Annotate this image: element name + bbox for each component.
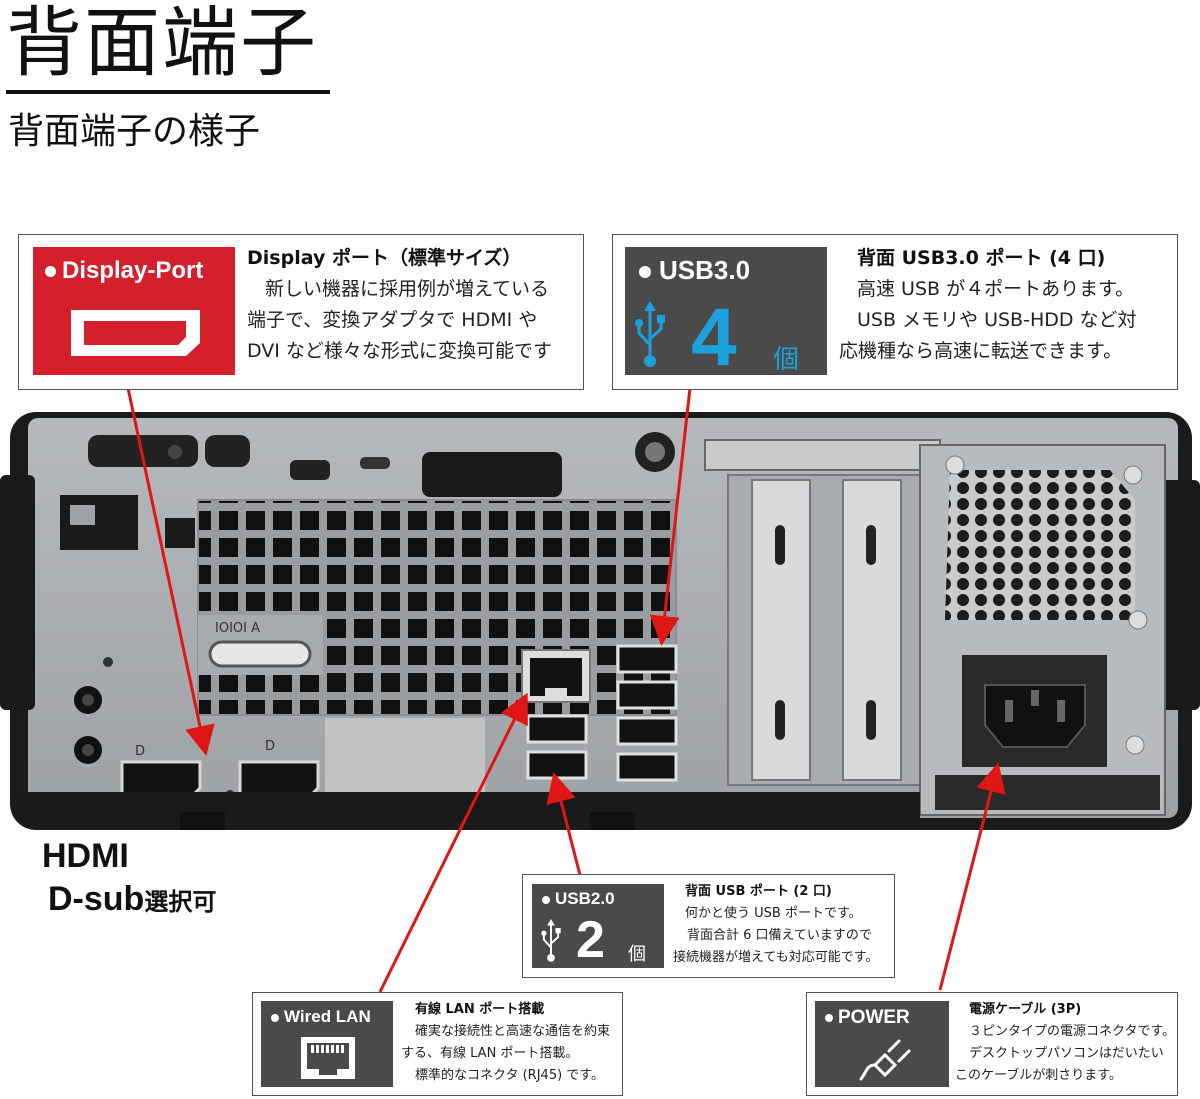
usb-icon xyxy=(541,919,561,962)
displayport-heading: Display ポート（標準サイズ） xyxy=(247,247,522,269)
displayport-tile-label: Display-Port xyxy=(62,257,204,284)
callout-displayport: Display-Port Display ポート（標準サイズ） 新しい機器に採用… xyxy=(18,234,584,390)
pc-rear-panel: IOIOI A D D xyxy=(0,412,1200,830)
usb2-line-1: 何かと使う USB ポートです。 xyxy=(685,906,862,921)
usb3-port-3 xyxy=(616,716,678,746)
page-subtitle: 背面端子の様子 xyxy=(8,111,261,152)
power-line-1: ３ピンタイプの電源コネクタです。 xyxy=(969,1024,1176,1039)
usb2-line-2: 背面合計 6 口備えていますので xyxy=(687,928,872,943)
lan-tile: Wired LAN xyxy=(261,1001,393,1087)
video-option-suffix: 選択可 xyxy=(144,889,217,916)
usb3-unit: 個 xyxy=(773,345,800,375)
title-underline xyxy=(6,90,330,94)
displayport-tile: Display-Port xyxy=(33,247,235,375)
option-port-cover xyxy=(325,718,485,796)
callout-usb2: USB2.0 2 個 背面 USB ポート (2 口) 何かと使う USB ポー… xyxy=(522,874,895,978)
arrow-usb2 xyxy=(546,772,582,876)
page-title: 背面端子 xyxy=(6,0,318,87)
callout-usb3: USB3.0 4 個 背面 USB3.0 ポート (4 口) 高速 USB が４… xyxy=(612,234,1178,390)
usb3-line-1: 高速 USB が４ポートあります。 xyxy=(857,278,1135,300)
usb-icon xyxy=(635,301,665,367)
usb3-count: 4 xyxy=(691,292,737,383)
usb3-port-1 xyxy=(616,644,678,674)
arrow-usb3 xyxy=(649,387,692,646)
lan-heading: 有線 LAN ポート搭載 xyxy=(415,1002,545,1017)
video-option-dsub-label: D-sub xyxy=(48,880,145,918)
power-line-3: このケーブルが刺さります。 xyxy=(955,1068,1122,1083)
arrow-lan xyxy=(378,692,528,993)
usb3-port-4 xyxy=(616,752,678,782)
usb2-line-3: 接続機器が増えても対応可能です。 xyxy=(673,950,879,965)
lan-tile-label: Wired LAN xyxy=(284,1007,371,1026)
vent-grille xyxy=(198,500,676,715)
displayport-icon xyxy=(71,310,200,356)
usb3-tile-label: USB3.0 xyxy=(659,255,751,285)
usb3-line-2: USB メモリや USB-HDD など対 xyxy=(857,309,1137,331)
displayport-line-3: DVI など様々な形式に変換可能です xyxy=(247,340,552,362)
callout-power: POWER 電源ケーブル (3P) ３ピンタイプの電源コネクタです。 デスクトッ… xyxy=(806,992,1178,1096)
usb2-tile-label: USB2.0 xyxy=(555,889,615,908)
usb2-unit: 個 xyxy=(628,944,646,965)
usb2-tile: USB2.0 2 個 xyxy=(532,884,664,968)
video-option-dsub: D-sub選択可 xyxy=(48,878,216,924)
svg-text:D: D xyxy=(265,739,275,754)
lan-line-2: する、有線 LAN ポート搭載。 xyxy=(401,1046,579,1061)
power-line-2: デスクトップパソコンはだいたい xyxy=(969,1046,1164,1061)
displayport-line-2: 端子で、変換アダプタで HDMI や xyxy=(247,309,538,331)
power-plug-icon xyxy=(859,1039,911,1081)
usb2-port-1 xyxy=(526,714,588,744)
video-option-hdmi: HDMI xyxy=(42,837,129,875)
usb3-tile: USB3.0 4 個 xyxy=(625,247,827,379)
usb2-heading: 背面 USB ポート (2 口) xyxy=(685,884,832,899)
arrow-displayport xyxy=(126,387,215,756)
displayport-line-1: 新しい機器に採用例が増えている xyxy=(265,278,550,300)
arrow-power xyxy=(938,762,1006,991)
power-heading: 電源ケーブル (3P) xyxy=(969,1002,1082,1017)
usb2-count: 2 xyxy=(576,911,605,969)
svg-text:D: D xyxy=(135,744,145,759)
psu-fan-mesh xyxy=(945,470,1135,620)
ethernet-port-icon xyxy=(301,1037,355,1079)
callout-lan: Wired LAN 有線 LAN ポート搭載 確実な接続性と高速な通信を約束 す… xyxy=(252,992,623,1096)
power-tile-label: POWER xyxy=(838,1007,910,1028)
lan-line-3: 標準的なコネクタ (RJ45) です。 xyxy=(415,1068,604,1083)
power-tile: POWER xyxy=(815,1001,949,1087)
usb3-heading: 背面 USB3.0 ポート (4 口) xyxy=(857,247,1106,269)
serial-port-label: IOIOI A xyxy=(215,621,260,636)
usb3-line-3: 応機種なら高速に転送できます。 xyxy=(839,340,1123,362)
lan-line-1: 確実な接続性と高速な通信を約束 xyxy=(415,1024,611,1039)
usb3-port-2 xyxy=(616,680,678,710)
